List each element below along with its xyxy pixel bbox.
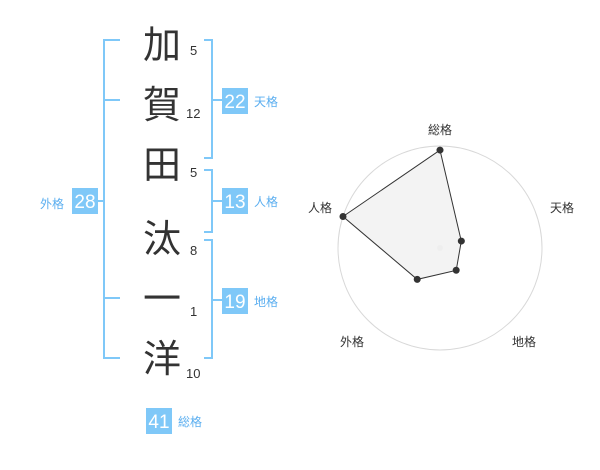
name-char-5: 一 [143,277,181,321]
stroke-count-6: 10 [186,366,200,381]
badge-gaikaku: 外格 28 [40,188,98,214]
radar-point-5 [339,212,347,220]
name-characters: 加 賀 田 汰 一 洋 [143,23,181,381]
name-char-4: 汰 [143,217,181,261]
stroke-count-3: 5 [190,165,197,180]
badge-chikaku-value: 19 [224,292,245,313]
badge-chikaku-label: 地格 [254,294,278,309]
brackets [98,39,222,359]
badge-jinkaku: 13 人格 [222,188,278,214]
chikaku-bracket [204,239,213,359]
radar-point-3 [452,266,460,274]
radar-axis-label-2: 天格 [550,200,574,215]
badge-gaikaku-label: 外格 [40,196,64,211]
badge-chikaku: 19 地格 [222,288,278,314]
badge-soukaku-box [146,408,172,434]
badge-jinkaku-value: 13 [224,192,245,213]
badge-soukaku-value: 41 [148,412,169,433]
radar-axis-label-5: 人格 [308,200,332,215]
badge-soukaku-label: 総格 [178,414,202,429]
stroke-counts: 5 12 5 8 1 10 [186,43,200,381]
jinkaku-bracket [204,169,213,233]
badge-gaikaku-box [72,188,98,214]
name-char-3: 田 [143,143,181,187]
stroke-count-2: 12 [186,106,200,121]
badge-tenkaku-label: 天格 [254,94,278,109]
badge-soukaku: 41 総格 [146,408,202,434]
radar-point-4 [413,275,421,283]
stroke-count-4: 8 [190,243,197,258]
stroke-count-5: 1 [190,304,197,319]
name-char-1: 加 [143,23,181,67]
badge-jinkaku-label: 人格 [254,194,278,209]
radar-axis-label-3: 地格 [512,334,536,349]
radar-point-2 [457,237,465,245]
radar-axis-label-4: 外格 [340,334,364,349]
badge-tenkaku-box [222,88,248,114]
radar-polygon [342,149,462,280]
badge-jinkaku-box [222,188,248,214]
radar-axis-label-1: 総格 [428,122,452,137]
gaikaku-bracket [103,39,120,359]
stroke-count-1: 5 [190,43,197,58]
radar-points [339,146,465,283]
badge-tenkaku: 22 天格 [222,88,278,114]
name-char-2: 賀 [143,83,181,127]
name-char-6: 洋 [143,337,181,381]
tenkaku-bracket [204,39,213,159]
radar-point-1 [436,146,444,154]
badge-chikaku-box [222,288,248,314]
badge-gaikaku-value: 28 [74,192,95,213]
badge-tenkaku-value: 22 [224,92,245,113]
